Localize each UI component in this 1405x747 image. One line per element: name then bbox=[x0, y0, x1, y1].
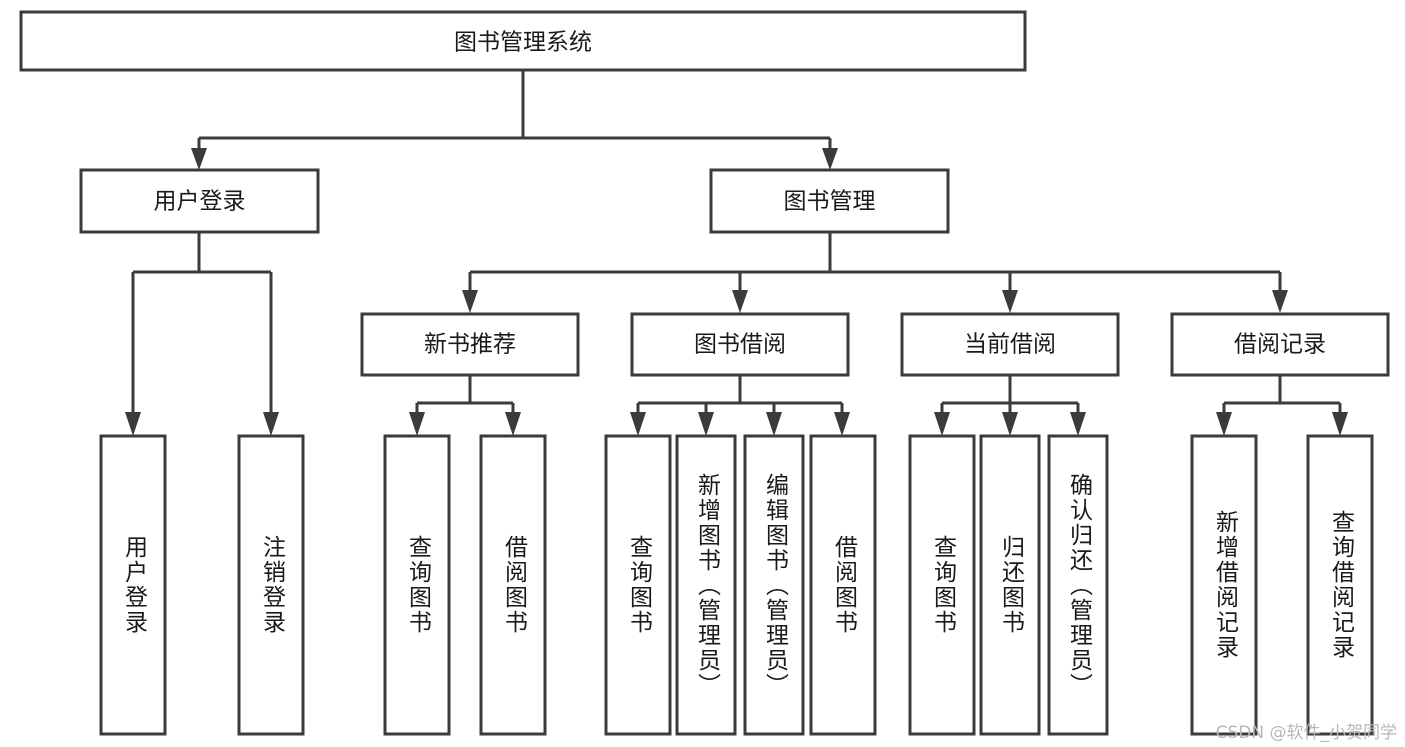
leaf-confirm-return[interactable] bbox=[1047, 434, 1109, 736]
node-root[interactable]: 图书管理系统 bbox=[19, 10, 1027, 72]
arrow-leaf-query-book-rec bbox=[409, 412, 425, 436]
node-book-manage-label: 图书管理 bbox=[784, 189, 876, 215]
node-current-borrow-label: 当前借阅 bbox=[964, 332, 1056, 358]
node-user-login-box[interactable] bbox=[79, 168, 320, 234]
arrow-leaf-query-record bbox=[1332, 412, 1348, 436]
leaf-query-record[interactable] bbox=[1306, 434, 1374, 736]
leaf-logout[interactable] bbox=[237, 434, 305, 736]
leaf-borrow-book[interactable] bbox=[809, 434, 877, 736]
leaf-user-login-box[interactable] bbox=[99, 434, 167, 736]
arrow-leaf-user-login bbox=[125, 412, 141, 436]
leaf-add-record-box[interactable] bbox=[1190, 434, 1258, 736]
arrow-leaf-return-book bbox=[1002, 412, 1018, 436]
node-book-borrow-label: 图书借阅 bbox=[694, 332, 786, 358]
arrow-book-manage bbox=[822, 148, 838, 170]
leaf-return-book-box[interactable] bbox=[979, 434, 1041, 736]
leaf-user-login[interactable] bbox=[99, 434, 167, 736]
node-book-manage-box[interactable] bbox=[709, 168, 950, 234]
arrow-leaf-add-book bbox=[698, 412, 714, 436]
leaf-borrow-book-rec[interactable] bbox=[479, 434, 547, 736]
leaf-query-book-borrow[interactable] bbox=[604, 434, 672, 736]
leaf-query-book-rec[interactable] bbox=[383, 434, 451, 736]
leaf-confirm-return-box[interactable] bbox=[1047, 434, 1109, 736]
arrow-leaf-confirm-return bbox=[1070, 412, 1086, 436]
node-book-borrow-box[interactable] bbox=[630, 312, 850, 377]
node-book-manage[interactable]: 图书管理 bbox=[709, 168, 950, 234]
leaf-logout-box[interactable] bbox=[237, 434, 305, 736]
node-new-book-rec-box[interactable] bbox=[360, 312, 580, 377]
leaf-add-book-box[interactable] bbox=[675, 434, 737, 736]
leaf-return-book[interactable] bbox=[979, 434, 1041, 736]
leaf-edit-book[interactable] bbox=[743, 434, 805, 736]
leaf-borrow-book-rec-box[interactable] bbox=[479, 434, 547, 736]
node-new-book-rec[interactable]: 新书推荐 bbox=[360, 312, 580, 377]
arrow-new-book-rec bbox=[462, 290, 478, 313]
node-user-login[interactable]: 用户登录 bbox=[79, 168, 320, 234]
node-current-borrow[interactable]: 当前借阅 bbox=[900, 312, 1120, 377]
leaf-query-book-current[interactable] bbox=[908, 434, 976, 736]
leaf-add-record[interactable] bbox=[1190, 434, 1258, 736]
leaf-borrow-book-box[interactable] bbox=[809, 434, 877, 736]
node-new-book-rec-label: 新书推荐 bbox=[424, 332, 516, 358]
node-root-label: 图书管理系统 bbox=[454, 30, 592, 56]
node-user-login-label: 用户登录 bbox=[154, 189, 246, 215]
arrow-leaf-borrow-book-rec bbox=[505, 412, 521, 436]
leaf-query-book-borrow-box[interactable] bbox=[604, 434, 672, 736]
arrow-current-borrow bbox=[1002, 290, 1018, 313]
arrow-leaf-query-book-current bbox=[934, 412, 950, 436]
node-book-borrow[interactable]: 图书借阅 bbox=[630, 312, 850, 377]
arrow-book-borrow bbox=[732, 290, 748, 313]
arrow-leaf-borrow-book bbox=[834, 412, 850, 436]
arrow-leaf-logout bbox=[263, 412, 279, 436]
node-borrow-record[interactable]: 借阅记录 bbox=[1170, 312, 1390, 377]
leaf-add-book[interactable] bbox=[675, 434, 737, 736]
leaf-query-record-box[interactable] bbox=[1306, 434, 1374, 736]
node-borrow-record-label: 借阅记录 bbox=[1234, 332, 1326, 358]
leaf-query-book-current-box[interactable] bbox=[908, 434, 976, 736]
arrow-user-login bbox=[191, 148, 207, 170]
arrow-leaf-add-record bbox=[1216, 412, 1232, 436]
arrow-borrow-record bbox=[1272, 290, 1288, 313]
node-current-borrow-box[interactable] bbox=[900, 312, 1120, 377]
node-borrow-record-box[interactable] bbox=[1170, 312, 1390, 377]
arrow-leaf-query-book-borrow bbox=[630, 412, 646, 436]
leaf-query-book-rec-box[interactable] bbox=[383, 434, 451, 736]
connector-layer bbox=[125, 70, 1348, 436]
arrow-leaf-edit-book bbox=[766, 412, 782, 436]
node-root-box[interactable] bbox=[19, 10, 1027, 72]
leaf-edit-book-box[interactable] bbox=[743, 434, 805, 736]
